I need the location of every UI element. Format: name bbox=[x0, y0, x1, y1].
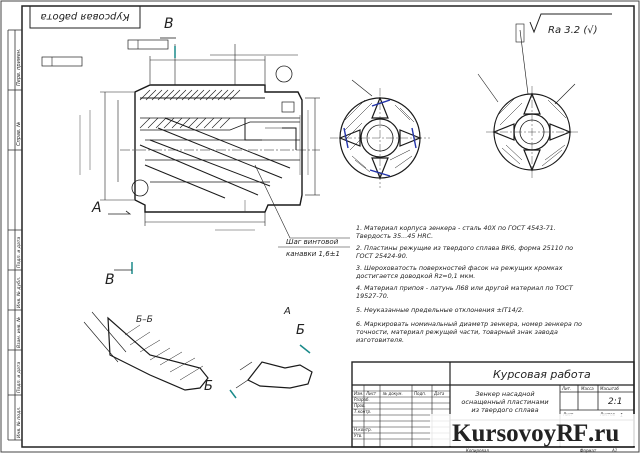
leader-callout-2: канавки 1,6±1 bbox=[286, 250, 340, 258]
tb-role-nkontr: Н.контр. bbox=[354, 427, 372, 432]
tb-role-razrab: Разраб. bbox=[354, 397, 370, 402]
main-view bbox=[120, 84, 320, 213]
section-label-v-bottom: В bbox=[105, 272, 115, 288]
dimension-lines bbox=[41, 39, 350, 239]
tb-header-izm: Изм. bbox=[354, 391, 363, 396]
section-arrow-marks bbox=[108, 37, 176, 271]
watermark: KursovoyR F .ru bbox=[430, 414, 638, 447]
title-block-title: Курсовая работа bbox=[493, 368, 591, 381]
corner-stamp-box: Курсовая работа bbox=[29, 5, 141, 29]
section-label-b-left: Б bbox=[204, 379, 213, 394]
tb-header-list: Лист bbox=[365, 391, 377, 396]
title-block-name-3: из твердого сплава bbox=[471, 406, 538, 414]
note-2: 2. Пластины режущие из твердого сплава В… bbox=[356, 244, 573, 252]
title-block-name-1: Зенкер насадной bbox=[475, 390, 534, 398]
note-4b: 19527-70. bbox=[356, 292, 389, 300]
detail-a-label: А bbox=[283, 306, 291, 317]
strip-label: Подп. и дата bbox=[16, 362, 22, 393]
strip-label: Подп. и дата bbox=[16, 237, 22, 268]
tb-header-date: Дата bbox=[433, 391, 445, 396]
tb-role-utv: Утв. bbox=[354, 433, 362, 438]
note-1b: Твердость 35...45 HRC. bbox=[356, 232, 433, 240]
tb-header-doc: № докум. bbox=[382, 391, 403, 396]
tb-header-sign: Подп. bbox=[414, 391, 426, 396]
note-3b: достигается доводкой Rz=0,1 мкм. bbox=[355, 272, 475, 280]
section-label-v-top: В bbox=[164, 16, 174, 32]
strip-label: Взам. инв. № bbox=[16, 317, 22, 348]
tb-format-label: Формат bbox=[580, 448, 597, 453]
title-block-name-2: оснащенный пластинами bbox=[461, 398, 548, 406]
inner-frame bbox=[21, 5, 635, 448]
notes: 1. Материал корпуса зенкера - сталь 40Х … bbox=[355, 224, 582, 344]
surface-finish-sign: Ra 3.2 (√) bbox=[529, 13, 612, 36]
note-4: 4. Материал припоя - латунь Л68 или друг… bbox=[356, 284, 574, 292]
watermark-text-ru: .ru bbox=[588, 420, 619, 447]
dimension-tick-marks bbox=[79, 110, 309, 231]
title-block-text: Курсовая работа Зенкер насадной оснащенн… bbox=[354, 368, 623, 453]
tb-copy-label: Копировал bbox=[466, 448, 489, 453]
leader-callout-group: Шаг винтовой канавки 1,6±1 bbox=[278, 238, 350, 258]
watermark-text-rf: F bbox=[573, 420, 588, 447]
side-strip: Перв. примен. Справ. № Подп. и дата Инв.… bbox=[7, 29, 22, 441]
surface-finish-label: Ra 3.2 (√) bbox=[548, 25, 598, 36]
tb-role-tkontr: Т.контр. bbox=[354, 409, 371, 414]
section-arrows bbox=[131, 46, 311, 399]
watermark-text-left: KursovoyR bbox=[452, 420, 575, 447]
note-6: 6. Маркировать номинальный диаметр зенке… bbox=[356, 320, 582, 328]
note-6c: изготовителя. bbox=[356, 336, 404, 344]
note-3: 3. Шероховатость поверхностей фасок на р… bbox=[356, 264, 563, 272]
leader-callout: Шаг винтовой bbox=[286, 238, 339, 246]
tb-letter-label: Лит. bbox=[561, 386, 571, 391]
note-1: 1. Материал корпуса зенкера - сталь 40Х … bbox=[356, 224, 556, 232]
strip-label: Инв. № подл. bbox=[16, 406, 22, 438]
strip-label: Инв. № дубл. bbox=[16, 277, 22, 308]
note-2b: ГОСТ 25424-90. bbox=[356, 252, 408, 260]
end-view-left bbox=[330, 79, 430, 188]
detail-a: А Б Б bbox=[204, 306, 313, 394]
section-bb: Б–Б bbox=[83, 311, 209, 391]
note-6b: точности, материал режущей части, товарн… bbox=[356, 328, 558, 336]
end-view-right bbox=[477, 23, 580, 180]
tb-mass-label: Масса bbox=[581, 386, 594, 391]
corner-stamp: Курсовая работа bbox=[41, 11, 130, 23]
strip-label: Перв. примен. bbox=[16, 48, 22, 86]
section-label-b-right: Б bbox=[296, 323, 305, 338]
note-5: 5. Неуказанные предельные отклонения ±IT… bbox=[356, 306, 524, 314]
tb-scale-value: 2:1 bbox=[608, 397, 622, 407]
tb-scale-label: Масштаб bbox=[600, 386, 620, 391]
tb-role-prov: Пров. bbox=[354, 403, 366, 408]
section-label-a: А bbox=[91, 200, 102, 216]
section-bb-label: Б–Б bbox=[136, 315, 153, 325]
strip-label: Справ. № bbox=[16, 122, 22, 146]
tb-format-value: А1 bbox=[611, 448, 617, 453]
